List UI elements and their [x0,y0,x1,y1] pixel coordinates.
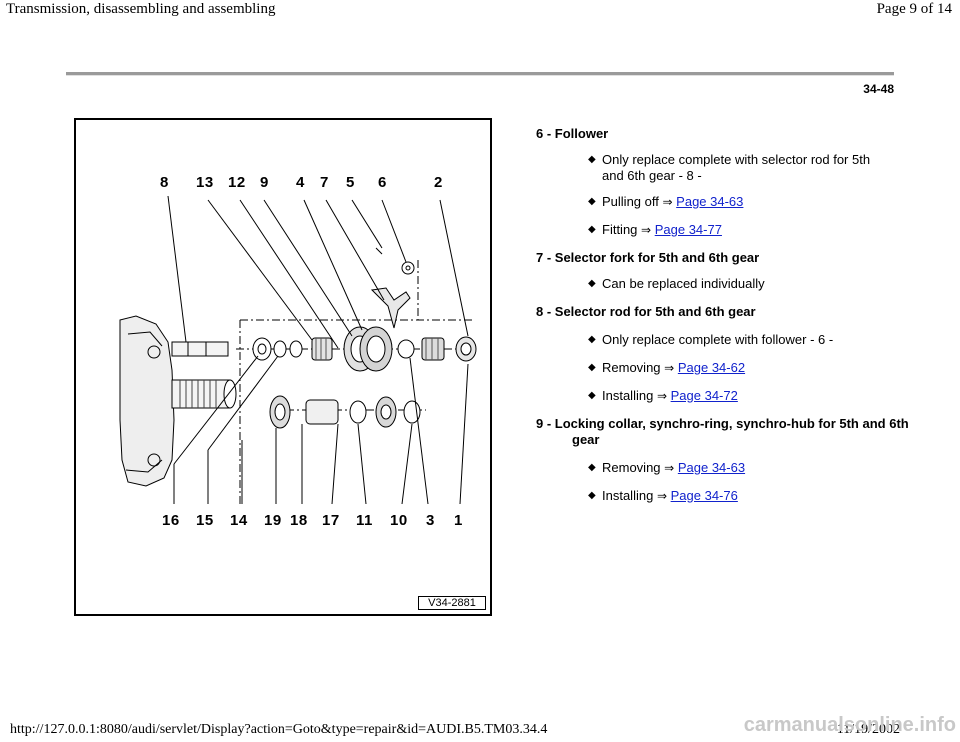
page-link[interactable]: Page 34-72 [670,388,738,403]
diamond-bullet-icon: ◆ [588,224,596,235]
arrow-right-icon: ⇒ [662,195,673,209]
callout-label: 2 [434,174,443,191]
page-link[interactable]: Page 34-62 [677,360,746,375]
callout-label: 9 [260,174,269,191]
callout-label: 16 [162,512,180,529]
callout-label: 8 [160,174,169,191]
diamond-bullet-icon: ◆ [588,278,596,289]
page-number: 34-48 [863,82,894,96]
exploded-view-figure: 8 13 12 9 4 7 5 6 2 16 15 14 19 18 17 11… [74,118,492,616]
page-link[interactable]: Page 34-63 [677,460,746,475]
item-heading: 6 - Follower [536,126,609,141]
arrow-right-icon: ⇒ [656,489,667,503]
diamond-bullet-icon: ◆ [588,390,596,401]
callout-label: 13 [196,174,214,191]
list-item: ◆ Removing ⇒ Page 34-62 [588,360,746,375]
footer-url: http://127.0.0.1:8080/audi/servlet/Displ… [10,722,548,737]
page-indicator: Page 9 of 14 [876,1,952,17]
callout-label: 11 [356,512,373,529]
list-item: ◆ Installing ⇒ Page 34-76 [588,488,738,503]
footer-date: 11/19/2002 [836,722,900,737]
callout-label: 3 [426,512,435,529]
arrow-right-icon: ⇒ [664,461,675,475]
callout-label: 19 [264,512,282,529]
callout-label: 10 [390,512,408,529]
page-link[interactable]: Page 34-76 [670,488,738,503]
figure-code: V34-2881 [418,596,486,610]
item-heading: 8 - Selector rod for 5th and 6th gear [536,304,756,319]
page-link[interactable]: Page 34-63 [676,194,744,209]
callout-label: 15 [196,512,214,529]
exploded-view-drawing [119,195,477,506]
arrow-right-icon: ⇒ [656,389,667,403]
diamond-bullet-icon: ◆ [588,154,596,165]
list-item: ◆ Only replace complete with follower - … [588,332,834,347]
list-item: ◆ Can be replaced individually [588,276,765,291]
callout-label: 18 [290,512,308,529]
callout-label: 1 [454,512,463,529]
page-link[interactable]: Page 34-77 [654,222,722,237]
item-heading: 7 - Selector fork for 5th and 6th gear [536,250,760,265]
document-title: Transmission, disassembling and assembli… [6,1,276,17]
watermark: carmanualsonline.info [743,714,956,736]
arrow-right-icon: ⇒ [641,223,652,237]
header-rule [66,72,894,76]
list-item: ◆ Only replace complete with selector ro… [588,152,871,183]
callout-label: 5 [346,174,355,191]
callout-label: 14 [230,512,248,529]
list-item: ◆ Removing ⇒ Page 34-63 [588,460,746,475]
callout-label: 12 [228,174,246,191]
list-item: ◆ Pulling off ⇒ Page 34-63 [588,194,744,209]
diamond-bullet-icon: ◆ [588,334,596,345]
callout-label: 17 [322,512,340,529]
diamond-bullet-icon: ◆ [588,362,596,373]
arrow-right-icon: ⇒ [664,361,675,375]
callout-label: 7 [320,174,329,191]
list-item: ◆ Installing ⇒ Page 34-72 [588,388,738,403]
callout-label: 4 [296,174,305,191]
list-item: ◆ Fitting ⇒ Page 34-77 [588,222,722,237]
callout-label: 6 [378,174,387,191]
diamond-bullet-icon: ◆ [588,196,596,207]
diamond-bullet-icon: ◆ [588,490,596,501]
item-heading: 9 - Locking collar, synchro-ring, synchr… [536,416,909,447]
diamond-bullet-icon: ◆ [588,462,596,473]
